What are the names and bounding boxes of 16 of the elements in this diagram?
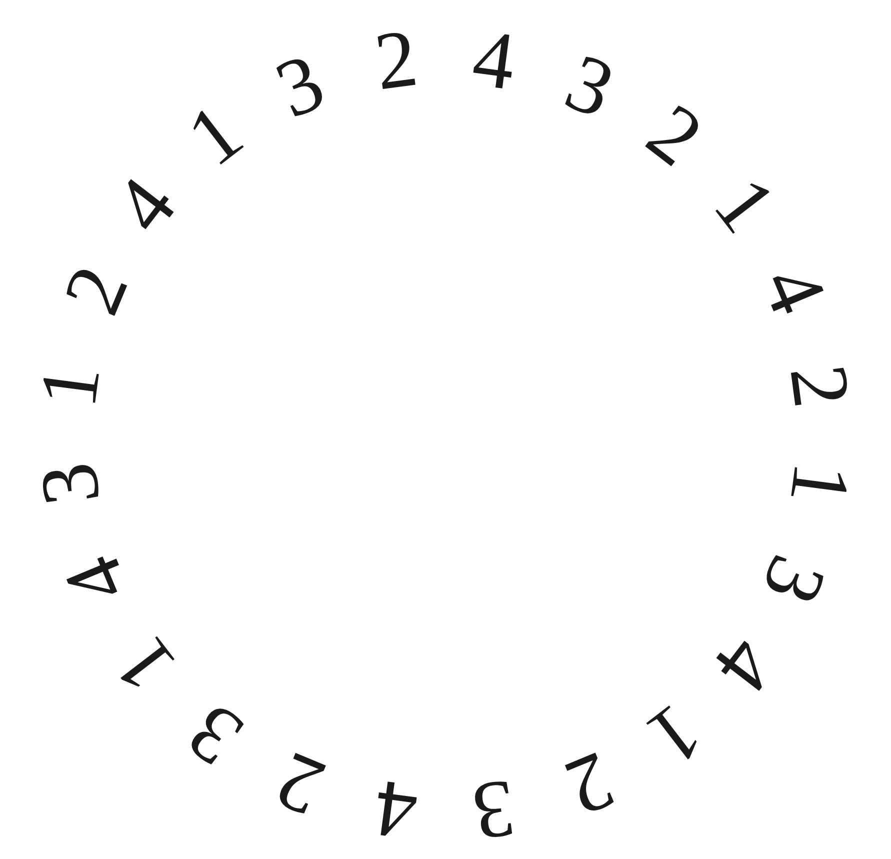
circle-digit: 3 xyxy=(266,40,335,132)
circle-digit: 3 xyxy=(748,545,840,614)
circle-digit: 1 xyxy=(776,458,864,510)
circle-digit: 2 xyxy=(776,360,864,412)
circle-digit: 3 xyxy=(26,458,114,510)
circle-digit: 2 xyxy=(266,738,335,830)
circle-digit: 4 xyxy=(468,16,520,104)
circle-digit: 4 xyxy=(748,256,840,325)
circle-digit: 4 xyxy=(370,766,422,854)
circle-digit: 2 xyxy=(370,16,422,104)
circle-digit: 3 xyxy=(555,40,624,132)
circle-digit: 2 xyxy=(50,256,142,325)
circle-digit: 1 xyxy=(26,360,114,412)
circle-digit: 2 xyxy=(555,738,624,830)
circle-digit: 3 xyxy=(468,766,520,854)
circle-digit: 4 xyxy=(50,545,142,614)
